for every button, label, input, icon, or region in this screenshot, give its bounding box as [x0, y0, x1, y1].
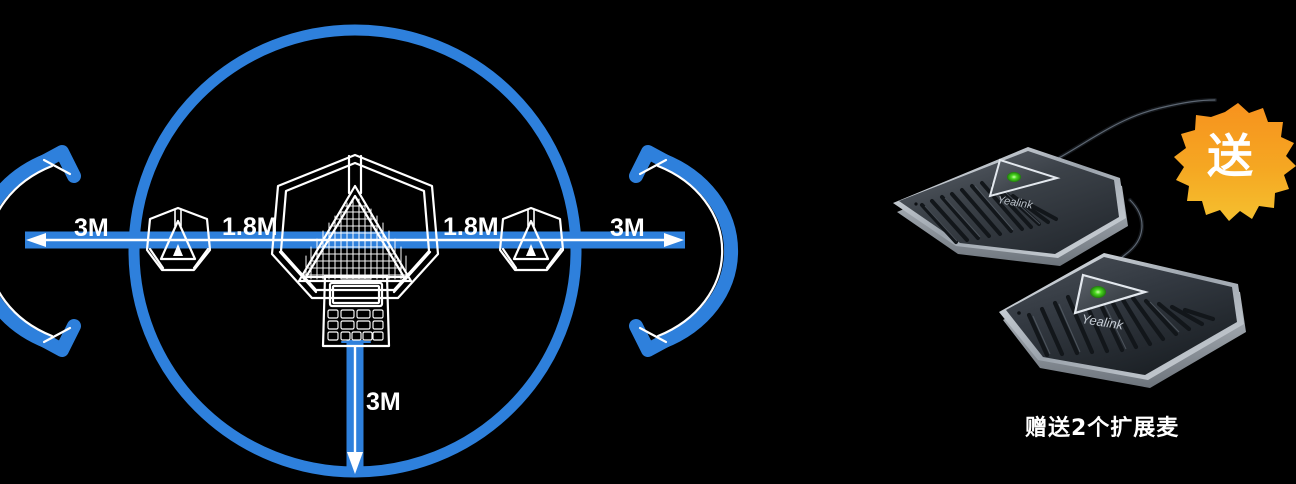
- sunburst-shape: [1174, 103, 1296, 221]
- conference-phone: [270, 153, 440, 348]
- mute-triangle-top[interactable]: [988, 158, 1061, 198]
- expansion-mic-top: Yealink: [893, 147, 1128, 266]
- expansion-mic-left: [145, 206, 212, 272]
- right-range-bracket: [629, 145, 739, 357]
- label-left-outer-distance: 3M: [74, 214, 109, 242]
- label-right-inner-distance: 1.8M: [443, 213, 499, 241]
- status-led-bottom: [1090, 286, 1106, 298]
- expansion-mic-right: [498, 206, 565, 272]
- mic-grille-top: [920, 181, 1058, 244]
- gift-badge-text: 送: [1207, 129, 1253, 183]
- mute-triangle-bottom[interactable]: [1073, 273, 1149, 315]
- expansion-mic-bottom: Yealink: [999, 253, 1246, 388]
- label-bottom-distance: 3M: [366, 388, 401, 416]
- product-caption: 赠送2个扩展麦: [1025, 416, 1180, 441]
- status-led-top: [1007, 172, 1021, 182]
- mic-cable-top-highlight: [1034, 99, 1216, 171]
- label-right-outer-distance: 3M: [610, 214, 645, 242]
- gift-badge: [1174, 103, 1296, 221]
- label-left-inner-distance: 1.8M: [222, 213, 278, 241]
- brand-label-bottom: Yealink: [1081, 311, 1126, 333]
- left-range-bracket: [0, 145, 81, 357]
- brand-label-top: Yealink: [997, 194, 1034, 211]
- vertical-measure-bar: [346, 340, 364, 474]
